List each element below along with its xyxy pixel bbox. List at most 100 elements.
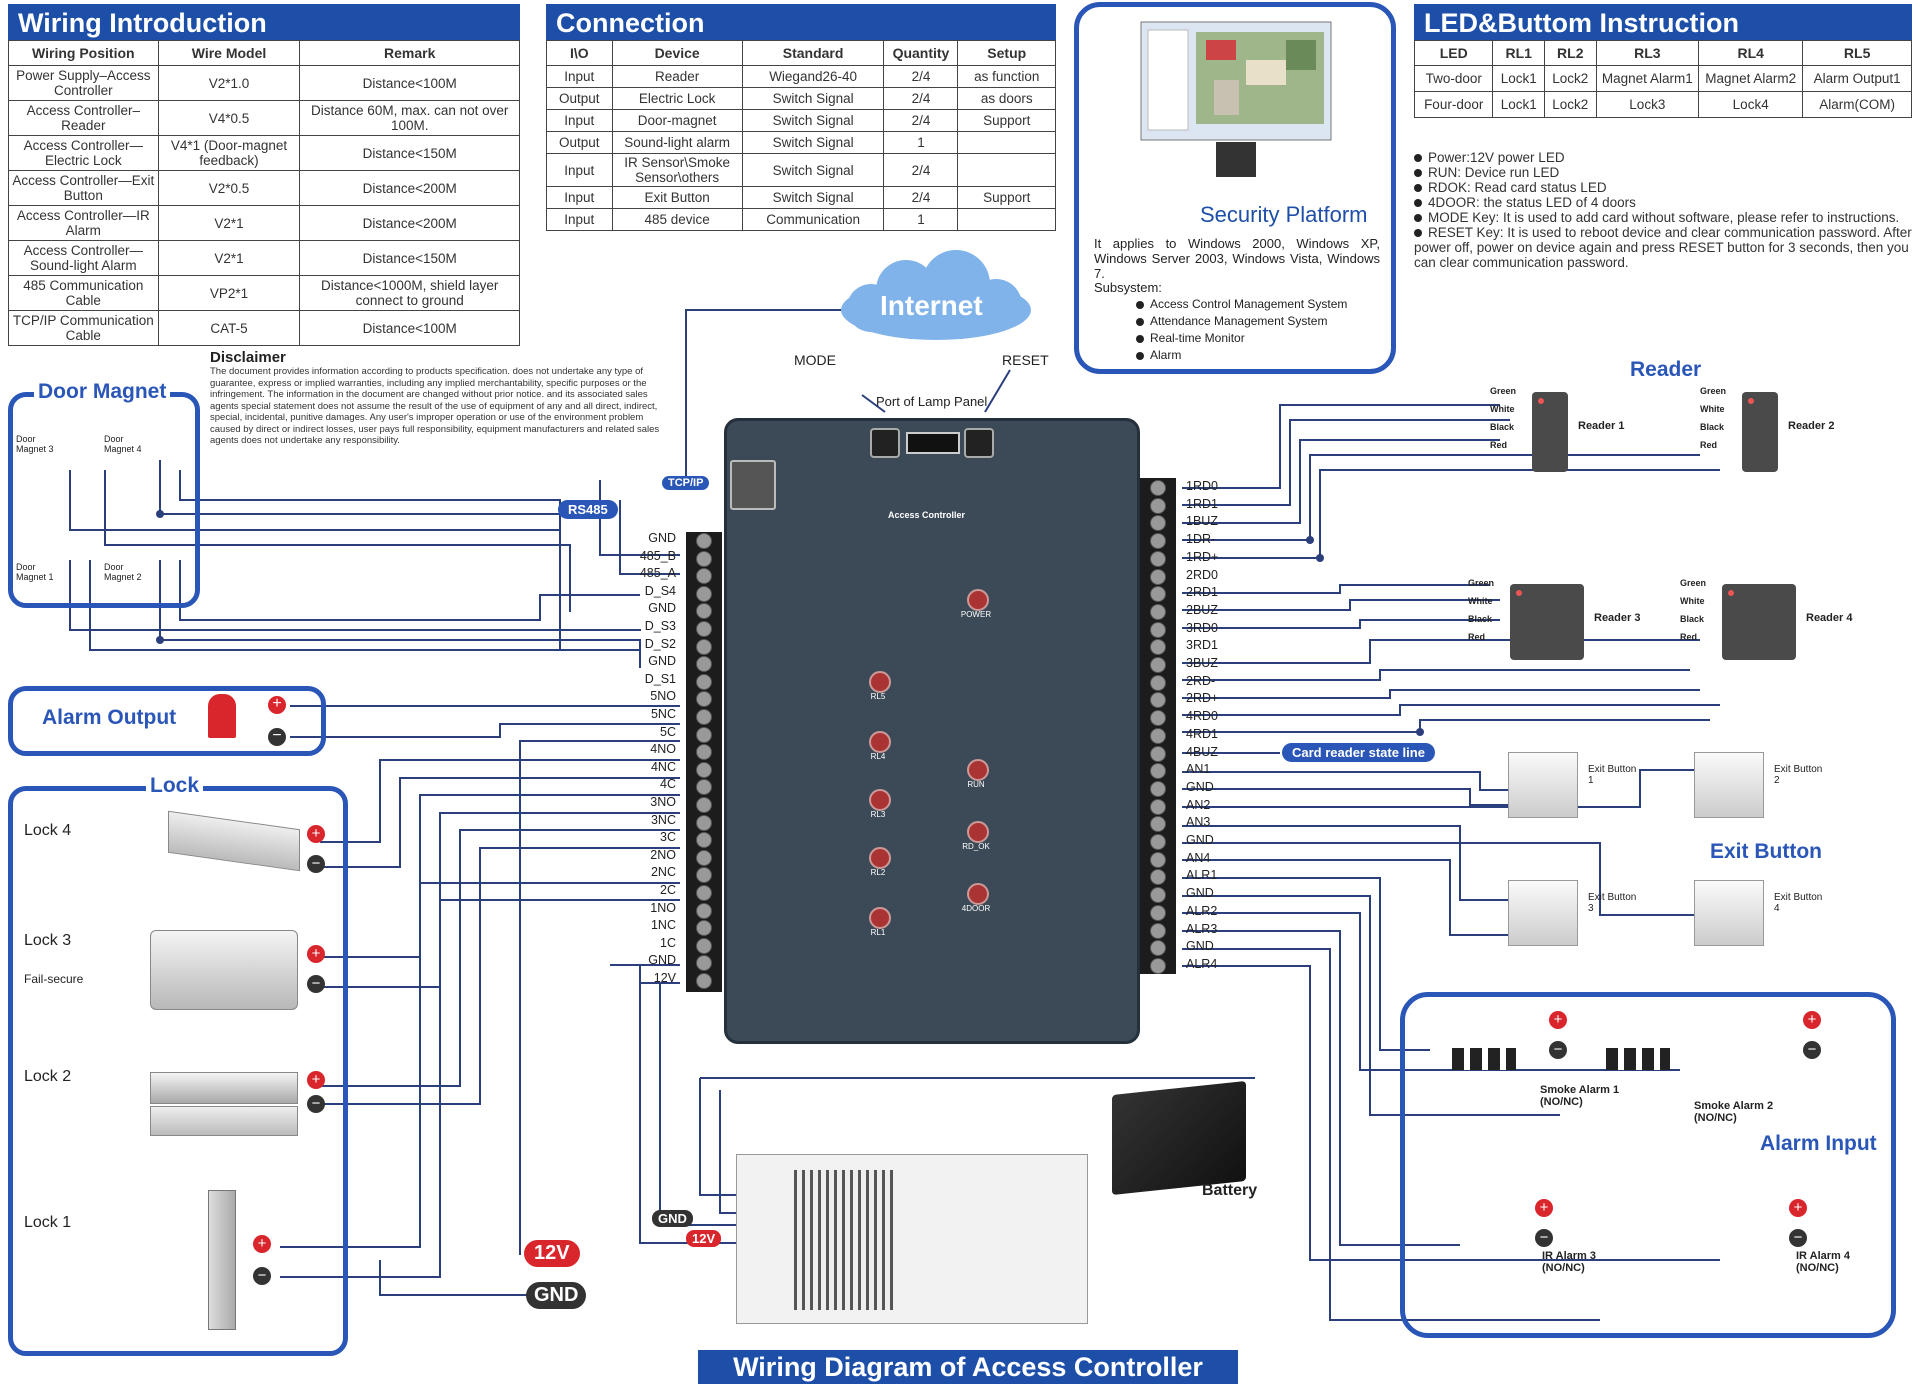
security-subsystem-item-label: Real-time Monitor <box>1150 331 1245 345</box>
terminal-right-label: ALR2 <box>1186 903 1218 918</box>
reader-image <box>1722 584 1796 660</box>
board-led-icon <box>967 883 989 905</box>
terminal-left-label: D_S2 <box>644 636 676 651</box>
terminal-screw-icon <box>696 550 712 567</box>
terminal-right-label: ALR1 <box>1186 868 1218 883</box>
plus-icon: + <box>1535 1199 1553 1217</box>
terminal-screw-icon <box>1150 904 1166 921</box>
terminal-screw-icon <box>1150 763 1166 780</box>
terminal-left-label: 5NO <box>650 689 676 704</box>
terminal-right-label: ALR4 <box>1186 956 1218 971</box>
terminal-right-label: AN2 <box>1186 797 1211 812</box>
minus-icon: − <box>253 1267 271 1285</box>
board-led-label: 4DOOR <box>961 904 991 913</box>
lock3-label: Lock 3 <box>24 932 72 949</box>
terminal-screw-icon <box>1150 550 1166 567</box>
fail-secure-label: Fail-secure <box>24 972 84 986</box>
led-cell: Lock4 <box>1698 91 1804 118</box>
wiring-cell: 485 Communication Cable <box>8 275 159 311</box>
reader-status-led-icon <box>1516 590 1522 596</box>
wiring-header: Wiring Position <box>8 40 159 66</box>
lock2-image <box>150 1072 298 1104</box>
terminal-right-label: 2RD1 <box>1186 585 1218 600</box>
board-led-label: RL2 <box>870 868 886 877</box>
terminal-left-label: GND <box>648 601 676 616</box>
terminal-screw-icon <box>696 761 712 778</box>
bullet-icon <box>1136 300 1144 309</box>
led-header: LED <box>1413 40 1494 66</box>
connection-header: Quantity <box>883 40 959 66</box>
battery-label: Battery <box>1202 1182 1258 1199</box>
alarm-minus-icon: − <box>268 728 286 746</box>
terminal-right-label: 2BUZ <box>1186 602 1218 617</box>
bullet-icon <box>1414 184 1422 193</box>
wiring-cell: Access Controller—Sound-light Alarm <box>8 240 159 276</box>
connection-cell: Input <box>546 208 613 231</box>
psu-gnd-tag: GND <box>652 1210 693 1227</box>
wiring-cell: Distance<200M <box>299 205 520 241</box>
ir-alarm-label: IR Alarm 4 (NO/NC) <box>1796 1250 1851 1274</box>
board-led-icon <box>967 821 989 843</box>
led-header: RL4 <box>1698 40 1804 66</box>
terminal-left-label: 3NC <box>650 812 676 827</box>
wiring-cell: Distance<1000M, shield layer connect to … <box>299 275 520 311</box>
wiring-cell: V4*1 (Door-magnet feedback) <box>157 135 301 171</box>
security-platform-panel <box>1074 2 1396 374</box>
terminal-screw-icon <box>1150 603 1166 620</box>
terminal-screw-icon <box>696 744 712 761</box>
terminal-right-label: 1DR- <box>1186 532 1216 547</box>
reader-image <box>1532 392 1568 472</box>
minus-icon: − <box>307 1095 325 1113</box>
terminal-screw-icon <box>696 691 712 708</box>
terminal-screw-icon <box>1150 533 1166 550</box>
terminal-screw-icon <box>696 797 712 813</box>
wiring-cell: Distance<200M <box>299 170 520 206</box>
terminal-right-label: 1RD+ <box>1186 549 1219 564</box>
terminal-screw-icon <box>1150 869 1166 886</box>
terminal-screw-icon <box>696 726 712 743</box>
terminal-screw-icon <box>696 955 712 972</box>
led-note-text: 4DOOR: the status LED of 4 doors <box>1428 195 1636 210</box>
terminal-left-label: D_S1 <box>644 671 676 686</box>
terminal-screw-icon <box>1150 957 1166 974</box>
connection-cell <box>957 208 1056 231</box>
board-led-label: RL1 <box>870 928 886 937</box>
terminal-screw-icon <box>1150 851 1166 868</box>
reader-label: Reader 4 <box>1806 612 1853 624</box>
terminal-screw-icon <box>696 673 712 690</box>
lock4-label: Lock 4 <box>24 822 72 839</box>
ir-alarm-label: IR Alarm 3 (NO/NC) <box>1542 1250 1597 1274</box>
terminal-screw-icon <box>1150 674 1166 691</box>
reader-wire-label: White <box>1680 596 1705 606</box>
plus-icon: + <box>1789 1199 1807 1217</box>
connection-cell <box>957 153 1056 187</box>
terminal-screw-icon <box>1150 497 1166 514</box>
terminal-screw-icon <box>696 568 712 585</box>
terminal-right-label: AN3 <box>1186 815 1211 830</box>
terminal-screw-icon <box>1150 692 1166 709</box>
reader-status-led-icon <box>1538 398 1544 404</box>
reader-wire-label: Green <box>1490 386 1517 396</box>
board-led-icon <box>967 759 989 781</box>
door-magnet-2-label: Door Magnet 2 <box>104 562 142 582</box>
wiring-cell: V2*1 <box>157 205 301 241</box>
plus-icon: + <box>307 1071 325 1089</box>
minus-icon: − <box>1803 1041 1821 1059</box>
connection-cell: Output <box>546 87 613 110</box>
reader-wire-label: Red <box>1468 632 1486 642</box>
terminal-right-label: 2RD+ <box>1186 691 1219 706</box>
bullet-icon <box>1136 317 1144 326</box>
terminal-left-label: GND <box>648 654 676 669</box>
door-magnet-title: Door Magnet <box>34 380 171 404</box>
led-header: RL5 <box>1802 40 1912 66</box>
reader-wire-label: White <box>1490 404 1515 414</box>
connection-header: I\O <box>546 40 613 66</box>
led-cell: Lock2 <box>1543 65 1597 92</box>
reader-wire-label: Green <box>1680 578 1707 588</box>
